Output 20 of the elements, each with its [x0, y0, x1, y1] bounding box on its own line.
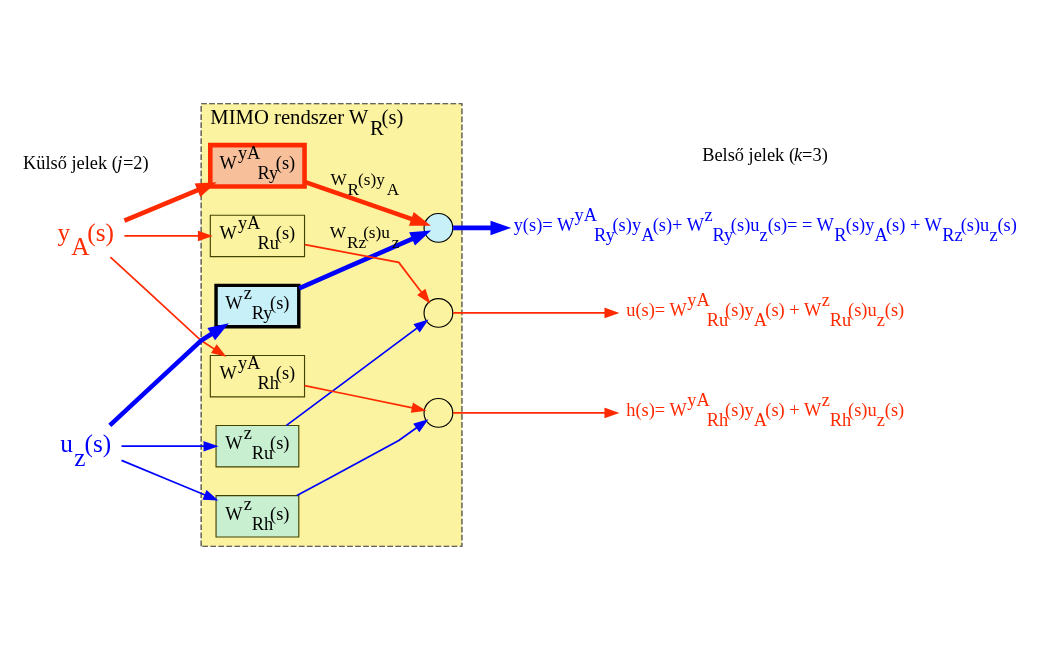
arrow — [285, 319, 429, 427]
arrow — [107, 323, 229, 428]
node-circle — [422, 212, 453, 243]
arrow — [451, 407, 619, 419]
label: Belső jelek (k=3) — [701, 145, 828, 166]
label: Külső jelek (j=2) — [22, 153, 149, 174]
arrow — [295, 419, 428, 497]
node-circle — [422, 397, 453, 428]
arrow — [297, 230, 431, 291]
arrow — [303, 243, 430, 304]
arrow — [109, 256, 226, 357]
arrow — [452, 220, 511, 236]
arrow — [120, 459, 218, 501]
arrow — [123, 182, 217, 223]
arrow — [451, 307, 619, 319]
arrow — [120, 441, 218, 452]
node-circle — [422, 298, 453, 328]
arrow — [123, 230, 213, 242]
arrow — [303, 384, 427, 413]
arrow — [303, 179, 431, 226]
